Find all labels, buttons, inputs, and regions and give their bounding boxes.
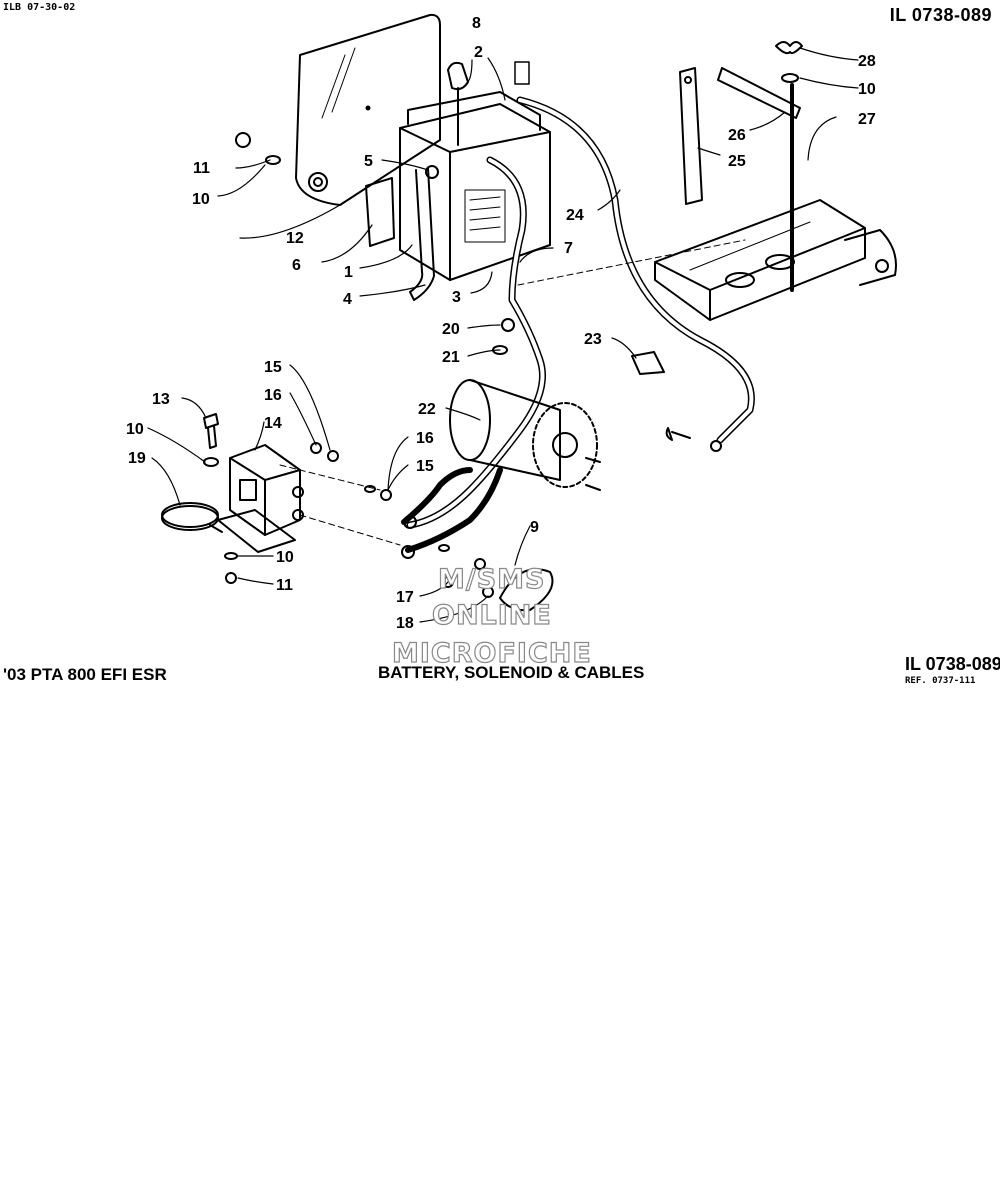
solenoid <box>217 444 304 553</box>
callout-22: 22 <box>418 401 436 418</box>
callout-3: 3 <box>452 289 461 306</box>
battery <box>399 91 551 281</box>
callout-9: 9 <box>530 519 539 536</box>
illustration-id-header: IL 0738-089 <box>889 5 992 25</box>
bolt <box>203 413 219 449</box>
battery-strap <box>409 167 435 301</box>
watermark-line-1: M/SMS <box>437 563 546 595</box>
cable-boot <box>499 568 554 612</box>
starter-motor <box>449 379 601 491</box>
callout-10-bottom: 10 <box>276 549 294 566</box>
callout-11-top: 11 <box>193 160 210 177</box>
callout-16-top: 16 <box>264 387 282 404</box>
callout-15-mid: 15 <box>416 458 434 475</box>
callout-25: 25 <box>728 153 746 170</box>
callout-18: 18 <box>396 615 414 632</box>
callout-10-top-right: 10 <box>858 81 876 98</box>
model-label: '03 PTA 800 EFI ESR <box>3 665 167 684</box>
hold-down-hardware <box>679 41 803 292</box>
callout-23: 23 <box>584 331 602 348</box>
callout-10-top-left: 10 <box>192 191 210 208</box>
callout-28: 28 <box>858 53 876 70</box>
callout-13: 13 <box>152 391 170 408</box>
watermark-line-3: MICROFICHE <box>391 637 592 669</box>
callout-11-bottom: 11 <box>276 577 293 594</box>
callout-5: 5 <box>364 153 373 170</box>
solenoid-cable-b <box>405 467 503 553</box>
cable-clip <box>631 351 665 375</box>
drawing-code: ILB 07-30-02 <box>3 2 76 13</box>
callout-24: 24 <box>566 207 584 224</box>
callout-27: 27 <box>858 111 876 128</box>
callout-26: 26 <box>728 127 746 144</box>
ground-cable <box>516 96 755 444</box>
hose-clamp <box>161 502 223 533</box>
callout-10-left: 10 <box>126 421 144 438</box>
callout-1: 1 <box>344 264 353 281</box>
callout-7: 7 <box>564 240 573 257</box>
callout-14: 14 <box>264 415 282 432</box>
callout-17: 17 <box>396 589 414 606</box>
callout-16-mid: 16 <box>416 430 434 447</box>
solenoid-cable-a <box>401 467 473 525</box>
callout-6: 6 <box>292 257 301 274</box>
callout-8: 8 <box>472 15 481 32</box>
callout-15-top: 15 <box>264 359 282 376</box>
watermark-line-2: ONLINE <box>431 599 552 631</box>
diagram-title: BATTERY, SOLENOID & CABLES <box>378 663 645 682</box>
illustration-id-footer: IL 0738-089 <box>905 654 1000 674</box>
callout-19: 19 <box>128 450 146 467</box>
callout-21: 21 <box>442 349 460 366</box>
callout-20: 20 <box>442 321 460 338</box>
callout-12: 12 <box>286 230 304 247</box>
parts-diagram: 8 2 5 11 10 12 6 1 4 3 7 24 25 26 27 28 … <box>126 13 897 632</box>
spacer-block <box>365 177 395 247</box>
callout-4: 4 <box>343 291 352 308</box>
battery-cover-panel <box>295 13 441 206</box>
battery-tray <box>654 199 897 321</box>
reference-number: REF. 0737-111 <box>905 676 976 686</box>
callout-2: 2 <box>474 44 483 61</box>
terminal-boot <box>447 61 469 146</box>
